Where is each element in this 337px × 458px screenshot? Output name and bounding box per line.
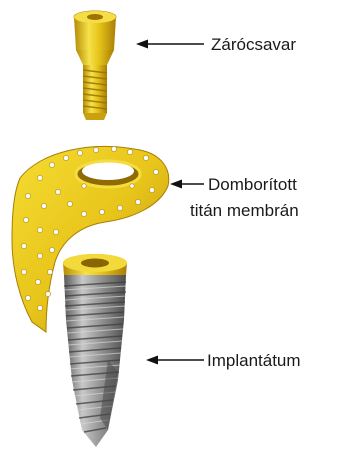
arrow-membrane [170, 180, 204, 189]
label-membrane-line1: Domborított [208, 174, 297, 195]
label-screw: Zárócsavar [211, 34, 296, 55]
dental-implant [63, 254, 127, 447]
arrow-implant [146, 356, 204, 365]
arrow-screw [136, 40, 204, 49]
cover-screw [74, 11, 116, 120]
label-implant: Implantátum [207, 350, 301, 371]
label-membrane-line2: titán membrán [190, 200, 299, 221]
